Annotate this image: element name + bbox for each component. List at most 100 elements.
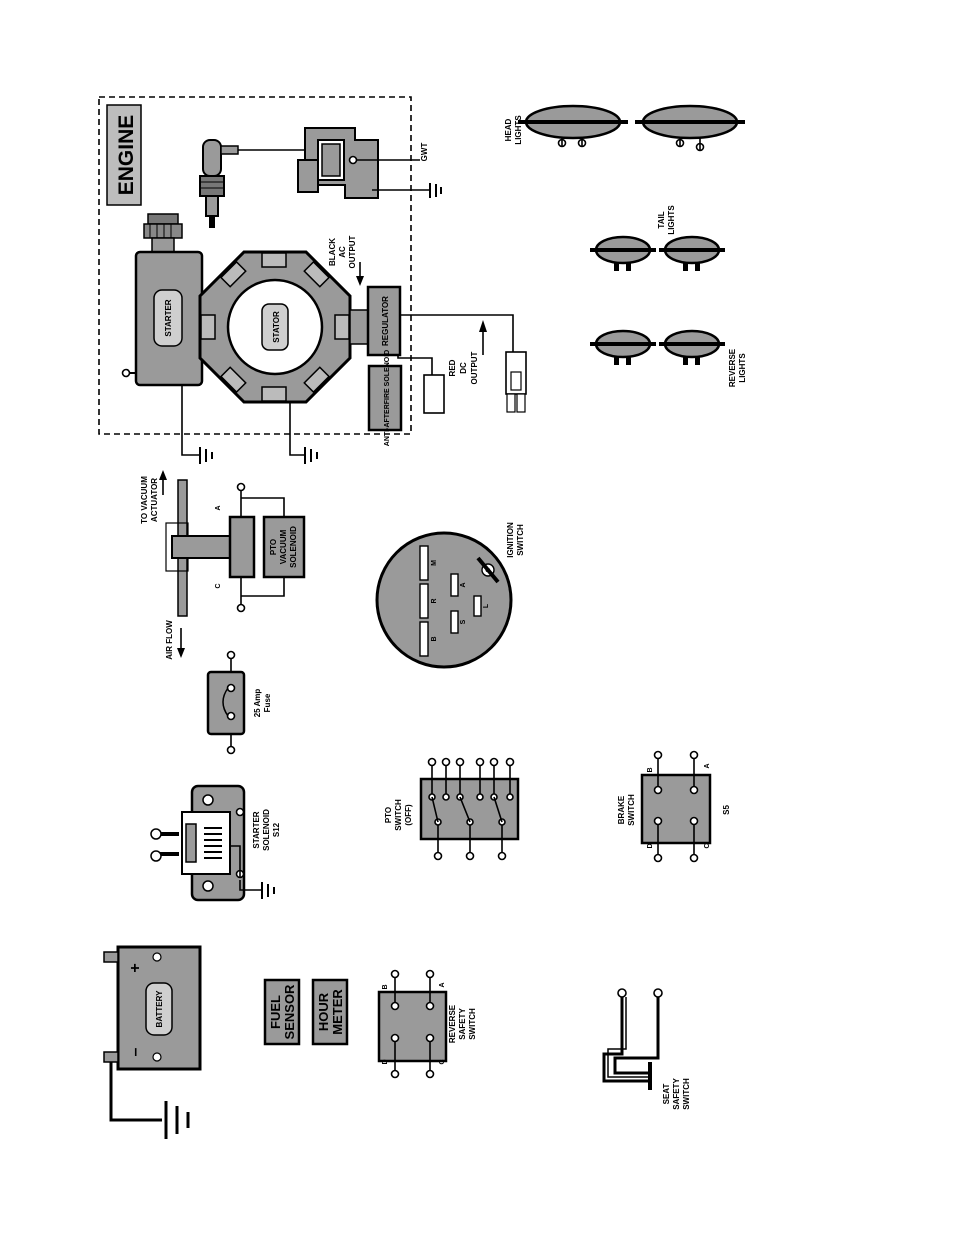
starter-solenoid-label-2: SOLENOID bbox=[262, 809, 271, 851]
brake-term-a: A bbox=[704, 763, 711, 768]
battery-label: BATTERY bbox=[155, 990, 164, 1028]
dc-output-plug bbox=[505, 351, 527, 413]
ac-label: AC bbox=[338, 246, 347, 258]
head-lights-label-1: HEAD bbox=[504, 118, 513, 141]
starter-solenoid-label-1: STARTER bbox=[252, 811, 261, 848]
ground-symbol-stator bbox=[304, 447, 318, 464]
ignition-term-b: B bbox=[431, 636, 438, 641]
battery bbox=[103, 945, 202, 1122]
anti-afterfire-label: ANTI-AFTERFIRE SOLENOID bbox=[384, 350, 391, 446]
seat-switch-label-2: SAFETY bbox=[672, 1078, 681, 1110]
to-vacuum-label-2: ACTUATOR bbox=[150, 478, 159, 522]
starter-solenoid-label-3: S12 bbox=[272, 822, 281, 837]
starter-solenoid bbox=[150, 784, 262, 902]
hour-meter-label-1: HOUR bbox=[316, 992, 331, 1031]
hour-meter-label-2: METER bbox=[330, 989, 345, 1035]
battery-minus-label: – bbox=[127, 1047, 144, 1056]
reverse-switch-label-3: SWITCH bbox=[468, 1008, 477, 1040]
head-lights bbox=[518, 104, 745, 152]
pto-vacuum-term-c: C bbox=[215, 583, 222, 588]
engine-boundary bbox=[98, 96, 412, 435]
brake-term-b: B bbox=[647, 767, 654, 772]
reverse-lights-label-1: REVERSE bbox=[728, 348, 737, 387]
ignition-label-1: IGNITION bbox=[506, 522, 515, 558]
hour-meter bbox=[311, 978, 349, 1046]
pto-switch bbox=[419, 757, 520, 861]
reverse-switch-label-2: SAFETY bbox=[458, 1008, 467, 1040]
starter-motor bbox=[121, 213, 204, 456]
fuel-sensor-label-2: SENSOR bbox=[282, 984, 297, 1040]
tail-lights bbox=[590, 235, 725, 271]
ignition-switch bbox=[375, 531, 513, 669]
fuse-25amp bbox=[206, 650, 246, 755]
tail-lights-label-1: TAIL bbox=[657, 211, 666, 228]
pto-vacuum-assembly bbox=[165, 479, 306, 617]
brake-switch bbox=[640, 750, 712, 863]
dc-output-label: OUTPUT bbox=[470, 351, 479, 384]
pto-vacuum-label-1: PTO bbox=[269, 539, 278, 555]
ground-symbol-battery bbox=[164, 1101, 190, 1139]
seat-safety-switch bbox=[602, 988, 663, 1090]
fuel-sensor-label-1: FUEL bbox=[268, 995, 283, 1029]
ignition-term-l: L bbox=[483, 603, 490, 608]
ignition-term-m: M bbox=[431, 560, 438, 566]
vacuum-arrow bbox=[159, 470, 167, 480]
reverse-lights-label-2: LIGHTS bbox=[738, 353, 747, 383]
fuel-sensor bbox=[263, 978, 301, 1046]
air-flow-label: AIR FLOW bbox=[165, 620, 174, 660]
battery-plus-label: + bbox=[127, 963, 144, 972]
dc-label: DC bbox=[459, 362, 468, 374]
reverse-term-b: B bbox=[382, 984, 389, 989]
reverse-term-a: A bbox=[439, 982, 446, 987]
reverse-term-c: C bbox=[439, 1059, 446, 1064]
ground-symbol-starter bbox=[199, 447, 213, 464]
pto-switch-label-3: (OFF) bbox=[404, 804, 413, 826]
head-lights-label-2: LIGHTS bbox=[514, 115, 523, 145]
brake-term-d: D bbox=[647, 843, 654, 848]
seat-switch-label-1: SEAT bbox=[662, 1084, 671, 1105]
stator bbox=[198, 250, 352, 456]
air-flow-arrow bbox=[177, 648, 185, 658]
spark-plug bbox=[199, 139, 318, 228]
pto-vacuum-label-3: SOLENOID bbox=[289, 526, 298, 568]
pto-vacuum-term-a: A bbox=[215, 505, 222, 510]
reverse-switch-label-1: REVERSE bbox=[448, 1004, 457, 1043]
starter-label: STARTER bbox=[164, 299, 173, 336]
ground-symbol-solenoid bbox=[261, 882, 275, 899]
ac-output-label: OUTPUT bbox=[348, 235, 357, 268]
reverse-term-d: D bbox=[382, 1059, 389, 1064]
regulator-label: REGULATOR bbox=[381, 296, 390, 346]
red-dc-connector bbox=[423, 374, 445, 414]
pto-vacuum-label-2: VACUUM bbox=[279, 529, 288, 564]
engine-group: ENGINE GWT bbox=[98, 96, 514, 456]
ignition-term-r: R bbox=[431, 598, 438, 603]
brake-term-c: C bbox=[704, 843, 711, 848]
ignition-term-a: A bbox=[460, 582, 467, 587]
gwt-label: GWT bbox=[420, 143, 429, 162]
brake-label-1: BRAKE bbox=[617, 795, 626, 824]
seat-switch-label-3: SWITCH bbox=[682, 1078, 691, 1110]
reverse-safety-switch bbox=[377, 969, 448, 1079]
engine-label: ENGINE bbox=[115, 115, 138, 196]
engine-label-box bbox=[106, 104, 142, 206]
fuse-label-1: 25 Amp bbox=[253, 689, 262, 718]
ignition-label-2: SWITCH bbox=[516, 524, 525, 556]
brake-s5-label: S5 bbox=[722, 805, 731, 815]
to-vacuum-label-1: TO VACUUM bbox=[140, 476, 149, 524]
ignition-term-g: G bbox=[486, 567, 492, 572]
brake-label-2: SWITCH bbox=[627, 794, 636, 826]
fuse-label-2: Fuse bbox=[263, 693, 272, 712]
regulator bbox=[349, 285, 514, 375]
dc-arrow bbox=[479, 320, 487, 332]
red-label: RED bbox=[448, 359, 457, 376]
anti-afterfire-solenoid bbox=[367, 364, 403, 432]
tail-lights-label-2: LIGHTS bbox=[667, 205, 676, 235]
black-label: BLACK bbox=[328, 238, 337, 266]
reverse-lights bbox=[590, 329, 725, 365]
pto-switch-label-2: SWITCH bbox=[394, 799, 403, 831]
ground-symbol-coil bbox=[429, 183, 442, 198]
ignition-term-s: S bbox=[460, 619, 467, 624]
stator-label: STATOR bbox=[272, 311, 281, 343]
ac-arrow bbox=[356, 276, 364, 286]
